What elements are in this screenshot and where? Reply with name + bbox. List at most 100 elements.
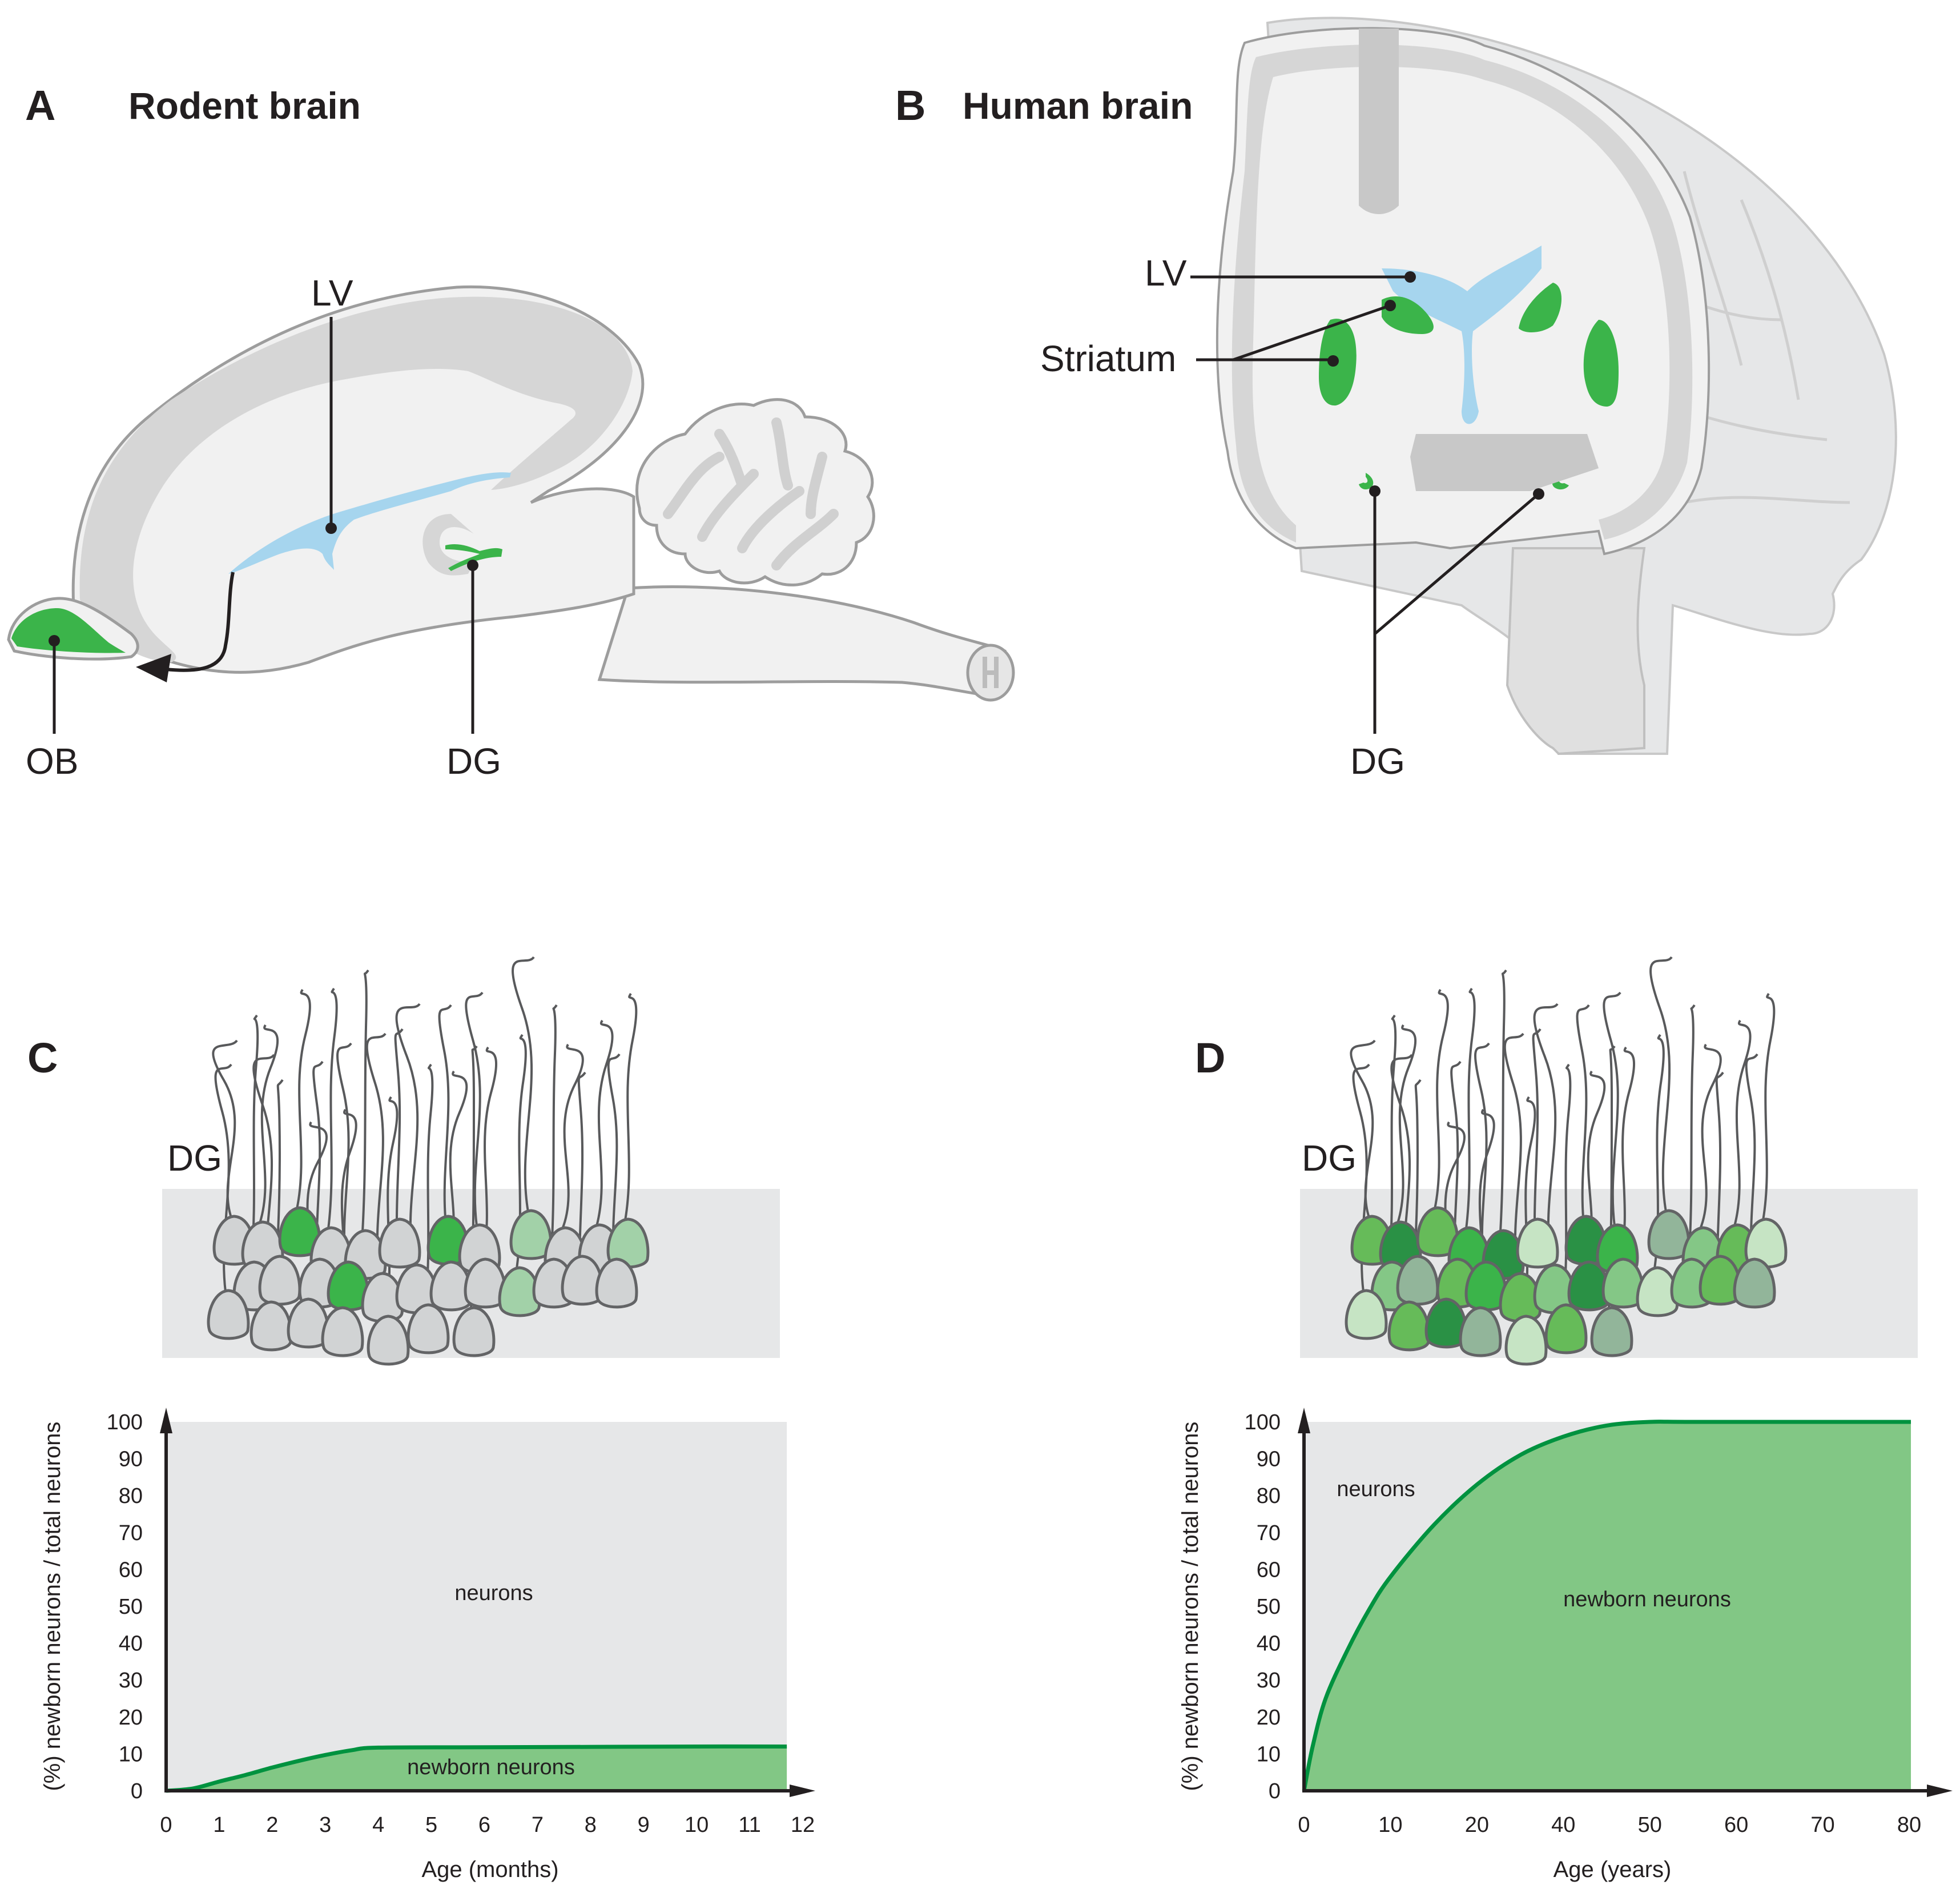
granule-cell xyxy=(378,1217,421,1269)
panel-d: D DG xyxy=(1195,956,1918,1366)
chart-d-newborn-label: newborn neurons xyxy=(1563,1587,1731,1611)
granule-cell xyxy=(407,1303,450,1355)
granule-cell xyxy=(1647,1209,1691,1260)
chart-d-newborn-area xyxy=(1304,1421,1911,1791)
x-tick-label: 50 xyxy=(1638,1813,1662,1837)
dendrite xyxy=(1733,1019,1752,1227)
chart-d-y-axis-arrow-icon xyxy=(1298,1408,1310,1433)
panel-c: C DG xyxy=(27,956,780,1366)
granule-cell xyxy=(1504,1315,1548,1366)
x-tick-label: 11 xyxy=(738,1813,760,1837)
x-tick-label: 4 xyxy=(372,1813,384,1837)
x-tick-label: 0 xyxy=(1298,1813,1310,1837)
rodent-brain-illustration xyxy=(7,285,1015,702)
y-tick-label: 70 xyxy=(119,1521,143,1545)
human-caudate-right xyxy=(1519,283,1561,332)
granule-cell xyxy=(561,1255,604,1306)
gyri-lines xyxy=(1655,171,1850,504)
human-putamen-right xyxy=(1583,320,1619,407)
granule-cell xyxy=(1345,1289,1388,1340)
dendrite xyxy=(1699,1043,1722,1229)
panel-a: A Rodent brain xyxy=(7,82,1015,782)
dendrite xyxy=(624,992,638,1221)
panel-d-dg-label: DG xyxy=(1302,1138,1357,1179)
y-tick-label: 60 xyxy=(1257,1558,1281,1582)
granule-cell xyxy=(1699,1255,1742,1306)
arrowhead-icon xyxy=(136,654,171,682)
dendrite xyxy=(1649,956,1673,1212)
chart-c-y-axis-arrow-icon xyxy=(160,1408,172,1433)
y-tick-label: 0 xyxy=(131,1779,143,1803)
granule-cell xyxy=(1396,1255,1439,1306)
y-tick-label: 90 xyxy=(119,1448,143,1472)
y-tick-label: 50 xyxy=(1257,1595,1281,1619)
x-tick-label: 80 xyxy=(1897,1813,1921,1837)
granule-cell xyxy=(1424,1297,1468,1349)
granule-cell xyxy=(1544,1303,1588,1355)
panel-d-granule-cells xyxy=(1345,956,1788,1366)
dendrite xyxy=(1715,1071,1724,1258)
chart-d-x-axis-arrow-icon xyxy=(1927,1784,1953,1797)
chart-c-newborn-line xyxy=(166,1744,787,1793)
dendrite xyxy=(1619,1046,1635,1261)
granule-cell xyxy=(249,1300,293,1352)
dendrite xyxy=(1603,991,1621,1227)
granule-cell xyxy=(509,1209,553,1260)
dendrite xyxy=(1532,1028,1542,1221)
dendrite xyxy=(607,1053,621,1261)
x-tick-label: 1 xyxy=(213,1813,225,1837)
x-tick-label: 10 xyxy=(1378,1813,1402,1837)
panel-c-granule-cells xyxy=(207,956,650,1366)
x-tick-label: 70 xyxy=(1810,1813,1834,1837)
granule-cell xyxy=(1601,1257,1645,1309)
panel-c-letter: C xyxy=(27,1034,58,1082)
granule-cell xyxy=(464,1257,507,1309)
dendrite xyxy=(312,1060,324,1261)
y-tick-label: 40 xyxy=(1257,1632,1281,1656)
rodent-brainstem xyxy=(597,585,1007,698)
y-tick-label: 20 xyxy=(119,1706,143,1730)
y-tick-label: 100 xyxy=(107,1410,143,1434)
panel-a-title: Rodent brain xyxy=(128,85,361,127)
y-tick-label: 10 xyxy=(119,1742,143,1766)
chart-d-newborn-line xyxy=(1302,1420,1911,1791)
dendrite xyxy=(438,1004,452,1218)
y-tick-label: 70 xyxy=(1257,1521,1281,1545)
dendrite xyxy=(1533,1003,1559,1267)
rms-migration-arrow xyxy=(165,572,235,672)
rodent-hippocampus xyxy=(422,514,474,576)
human-lv-label: LV xyxy=(1145,252,1187,294)
chart-c-y-axis-title: (%) newborn neurons / total neurons xyxy=(40,1421,65,1791)
rodent-dg-marker-dot xyxy=(467,560,478,571)
granule-cell xyxy=(1459,1306,1502,1357)
human-brainstem xyxy=(1506,547,1646,755)
granule-cell xyxy=(452,1306,496,1357)
dendrite xyxy=(1434,988,1449,1209)
granule-cell xyxy=(1516,1217,1559,1269)
striatum-caudate-dot xyxy=(1385,300,1396,311)
dendrite xyxy=(1465,987,1476,1229)
y-tick-label: 10 xyxy=(1257,1742,1281,1766)
dendrite xyxy=(361,969,369,1232)
x-tick-label: 6 xyxy=(478,1813,490,1837)
y-tick-label: 60 xyxy=(119,1558,143,1582)
granule-cell xyxy=(207,1289,250,1340)
panel-d-letter: D xyxy=(1195,1034,1225,1082)
dendrite xyxy=(512,956,535,1212)
human-brain-illustration xyxy=(1216,17,1897,755)
dendrite xyxy=(595,1019,614,1227)
rodent-olfactory-bulb xyxy=(11,608,126,653)
chart-d-x-axis-title: Age (years) xyxy=(1553,1857,1672,1882)
panel-b-title: Human brain xyxy=(963,85,1193,127)
x-tick-label: 9 xyxy=(638,1813,650,1837)
y-tick-label: 30 xyxy=(119,1669,143,1693)
y-tick-label: 40 xyxy=(119,1632,143,1656)
granule-cell xyxy=(1590,1306,1633,1357)
x-tick-label: 3 xyxy=(319,1813,331,1837)
dendrite xyxy=(276,1079,284,1258)
human-cortex-band xyxy=(1231,45,1693,542)
x-tick-label: 12 xyxy=(791,1813,815,1837)
